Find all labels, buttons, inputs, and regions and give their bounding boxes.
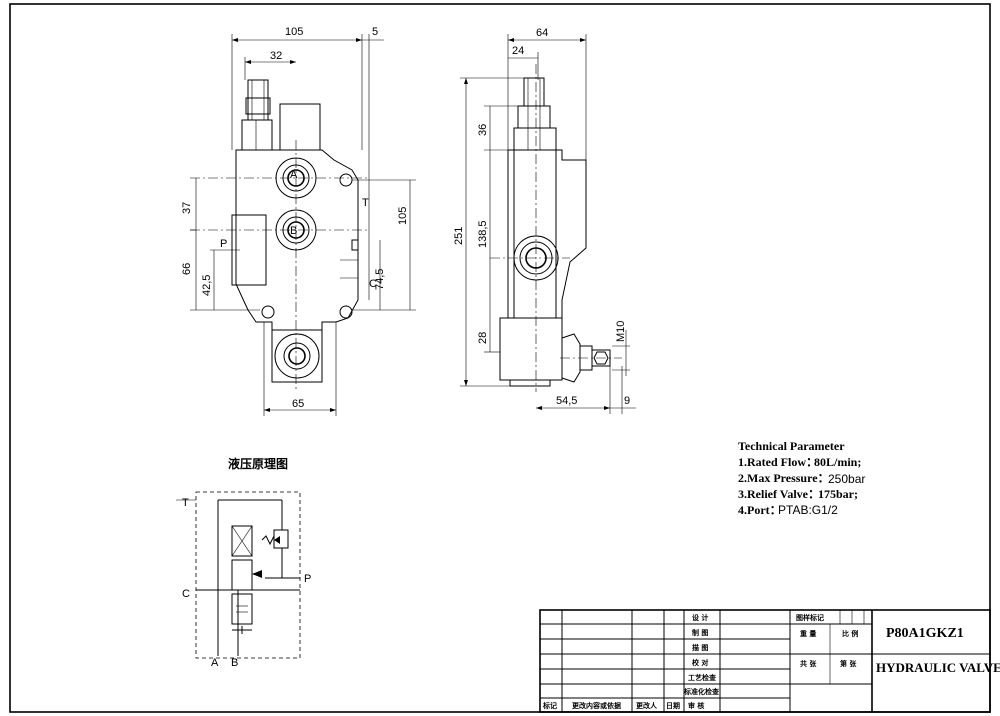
schematic-port-c: C — [182, 588, 190, 600]
tb-sheets-total: 共 张 — [800, 659, 817, 668]
tech-param-label-3: 3.Relief Valve： — [738, 487, 820, 501]
dim-side-138-5: 138,5 — [477, 220, 489, 248]
dim-front-32: 32 — [270, 50, 282, 62]
tech-param-label-2: 2.Max Pressure： — [738, 471, 830, 485]
tb-row-process: 工艺检查 — [688, 673, 717, 682]
tb-sheet-no: 第 张 — [840, 659, 857, 668]
dim-side-28: 28 — [477, 332, 489, 344]
tb-footer-date: 日期 — [666, 701, 680, 710]
dim-side-9: 9 — [624, 395, 630, 407]
port-label-p: P — [220, 238, 227, 250]
tb-footer-mark: 标记 — [542, 701, 557, 710]
dim-side-m10: M10 — [615, 321, 627, 342]
port-label-c: C — [369, 278, 377, 290]
tech-param-heading: Technical Parameter — [738, 439, 845, 453]
dim-front-offset: 5 — [372, 26, 378, 38]
dim-side-24: 24 — [512, 45, 524, 57]
schematic-port-p: P — [304, 573, 311, 585]
tech-param-value-4: PTAB:G1/2 — [778, 503, 838, 517]
dim-front-37: 37 — [181, 202, 193, 214]
tech-param-value-3: 175bar; — [818, 487, 858, 501]
tb-row-approve: 审 核 — [688, 701, 704, 710]
dim-side-36: 36 — [477, 124, 489, 136]
dim-front-width: 105 — [285, 26, 303, 38]
tech-param-label-1: 1.Rated Flow： — [738, 455, 818, 469]
side-view: 64 24 251 — [453, 27, 636, 414]
tb-drawing-mark: 图样标记 — [796, 613, 824, 622]
dim-side-64: 64 — [536, 27, 548, 39]
port-label-t: T — [362, 197, 369, 209]
tb-row-trace: 描 图 — [692, 643, 708, 652]
sheet-frame — [9, 3, 991, 713]
tb-product-name: HYDRAULIC VALVE — [876, 660, 1000, 675]
tb-scale: 比 例 — [842, 629, 858, 638]
tb-row-draw: 制 图 — [692, 628, 708, 637]
tb-row-standard: 标准化检查 — [683, 687, 720, 696]
tech-param-label-4: 4.Port： — [738, 503, 782, 517]
dim-front-42-5: 42,5 — [201, 275, 213, 296]
schematic-port-a: A — [211, 657, 219, 669]
technical-parameter: Technical Parameter 1.Rated Flow： 80L/mi… — [738, 439, 865, 517]
tb-footer-change: 更改内容或依据 — [572, 701, 621, 710]
dim-front-66: 66 — [181, 263, 193, 275]
hydraulic-schematic: 液压原理图 T C P A B — [176, 456, 311, 669]
dim-side-251: 251 — [453, 227, 465, 245]
tech-param-value-1: 80L/min; — [814, 455, 861, 469]
tb-row-design: 设 计 — [692, 613, 708, 622]
front-view: 105 5 32 A B P T C — [181, 26, 416, 416]
dim-front-65: 65 — [292, 398, 304, 410]
tb-model: P80A1GKZ1 — [886, 626, 964, 641]
title-block: 设 计 制 图 描 图 校 对 工艺检查 标准化检查 审 核 图样标记 重 量 … — [539, 609, 1000, 713]
tech-param-value-2: 250bar — [828, 472, 865, 486]
schematic-port-t: T — [182, 497, 189, 509]
dim-side-54-5: 54,5 — [556, 395, 577, 407]
tb-footer-person: 更改人 — [636, 701, 658, 710]
dim-front-105-right: 105 — [397, 207, 409, 225]
dim-front-74-5: 74,5 — [374, 269, 386, 290]
port-label-a: A — [290, 169, 298, 181]
port-label-b: B — [290, 225, 297, 237]
schematic-title: 液压原理图 — [228, 456, 288, 471]
tb-weight: 重 量 — [800, 629, 816, 638]
schematic-port-b: B — [231, 657, 238, 669]
tb-row-check: 校 对 — [692, 658, 708, 667]
